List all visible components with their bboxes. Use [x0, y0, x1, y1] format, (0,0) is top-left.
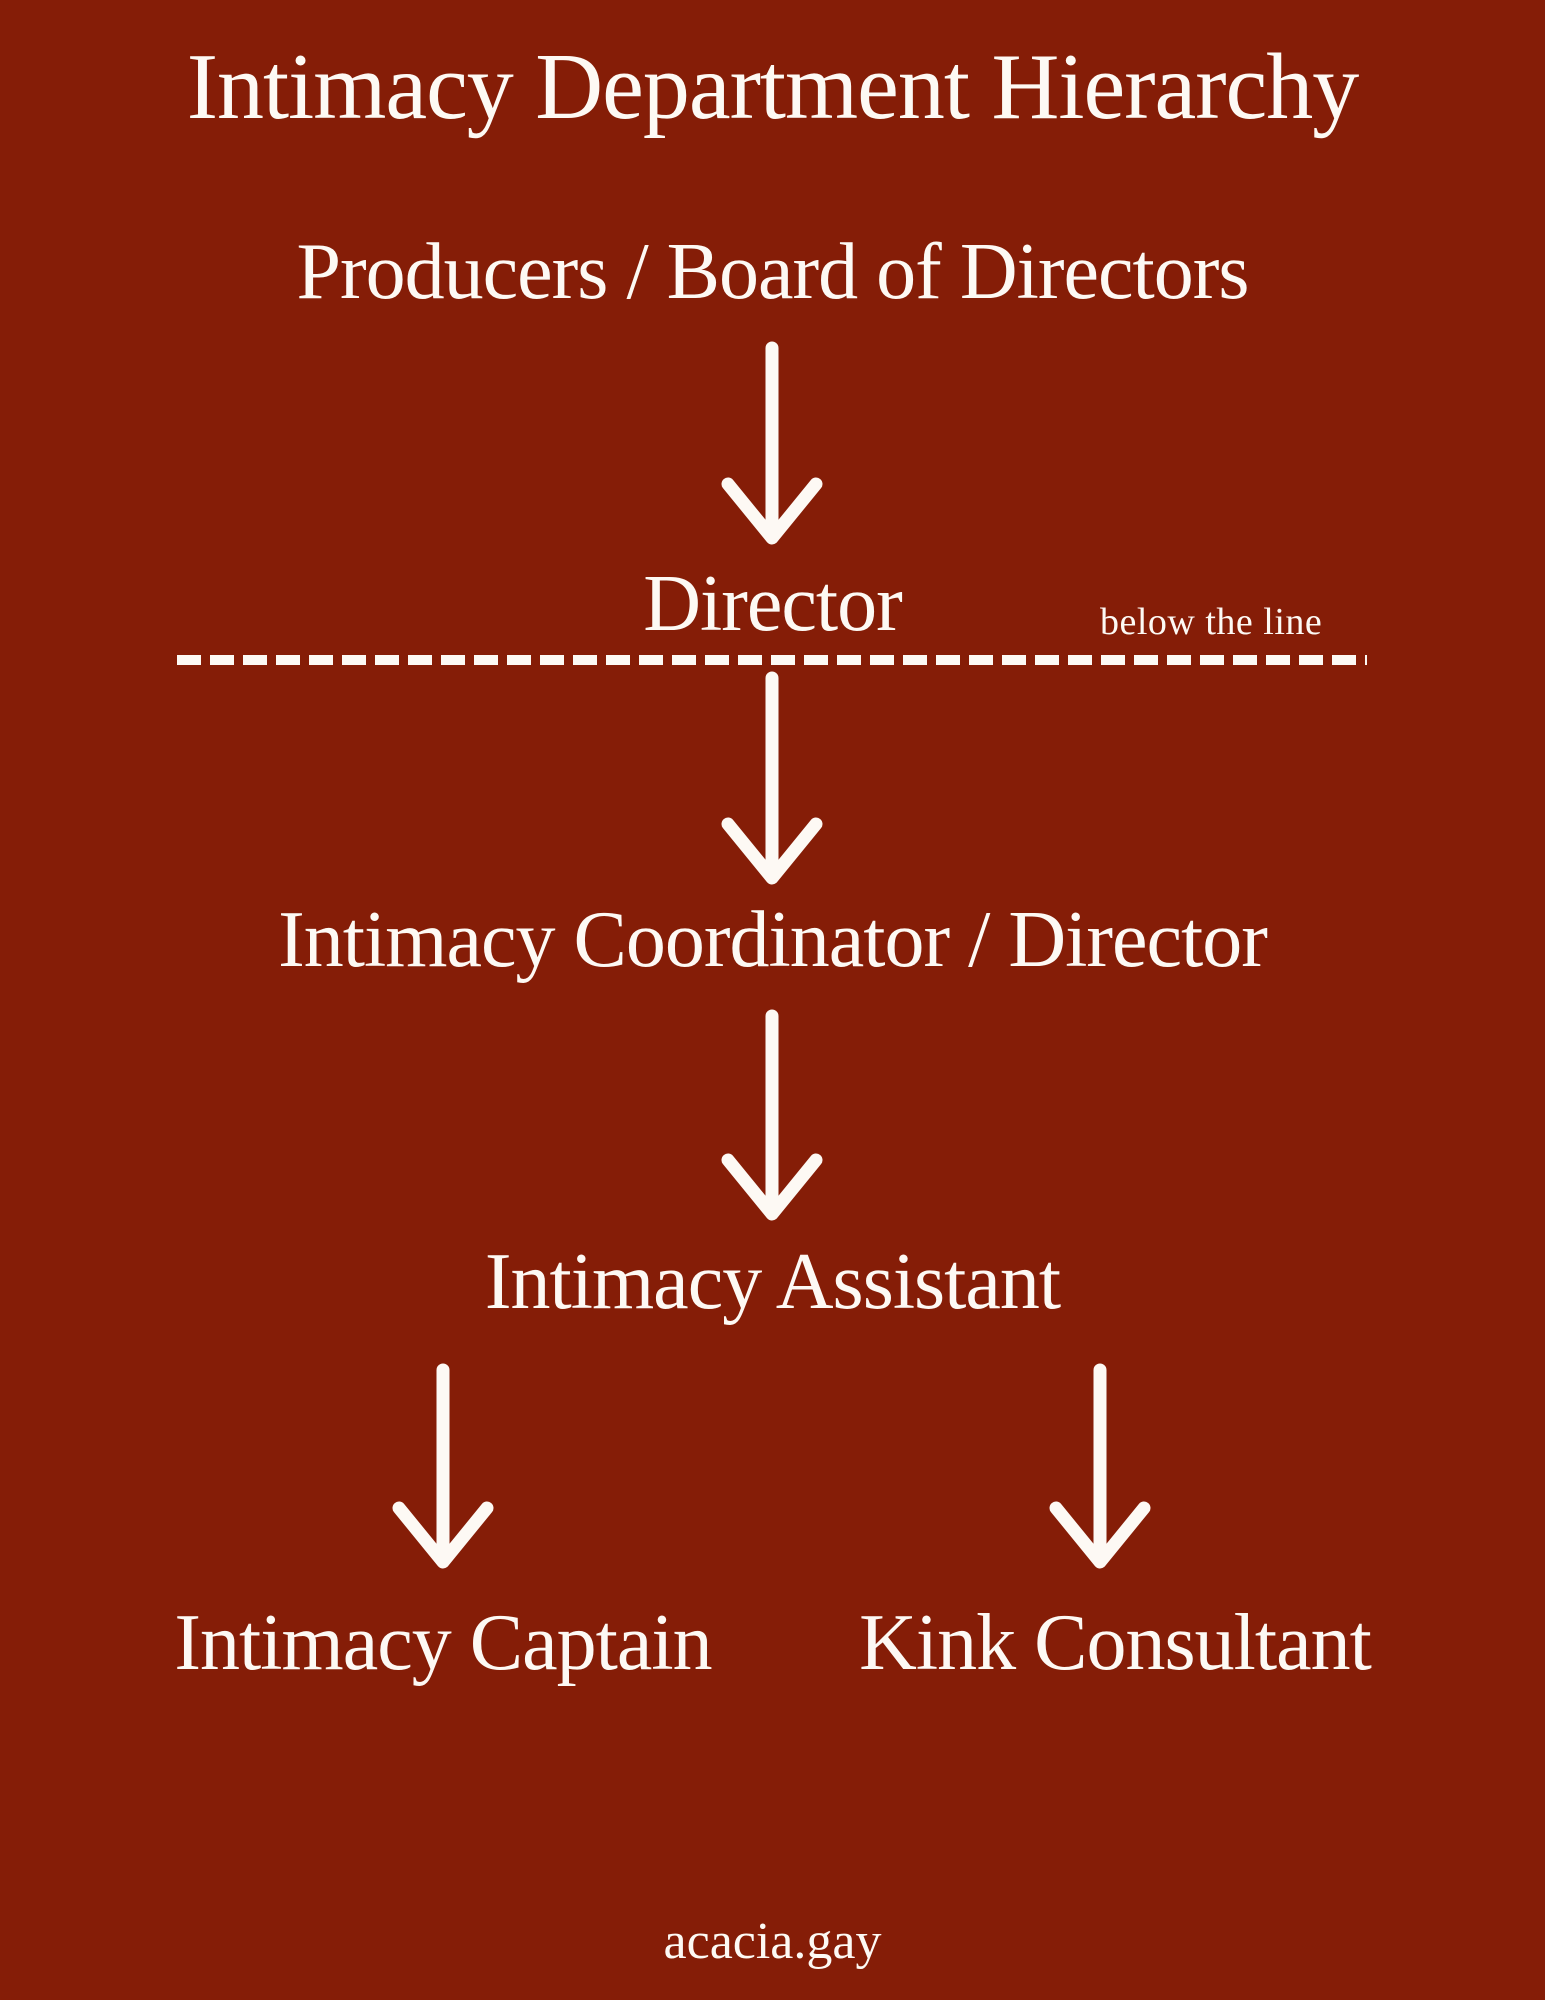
down-arrow-icon [712, 1008, 832, 1224]
down-arrow-icon [712, 670, 832, 888]
site-credit: acacia.gay [663, 1913, 882, 1970]
node-intimacy-captain: Intimacy Captain [174, 1599, 712, 1687]
node-intimacy-coordinator-director: Intimacy Coordinator / Director [278, 896, 1268, 984]
down-arrow-icon [712, 340, 832, 548]
below-the-line-label: below the line [1100, 601, 1323, 643]
node-director: Director [643, 560, 903, 648]
page-title: Intimacy Department Hierarchy [186, 35, 1360, 139]
node-kink-consultant: Kink Consultant [859, 1599, 1372, 1687]
below-the-line-dashed-divider [177, 655, 1367, 665]
node-intimacy-assistant: Intimacy Assistant [484, 1238, 1061, 1326]
down-arrow-icon [383, 1362, 503, 1572]
node-producers-board: Producers / Board of Directors [296, 228, 1250, 316]
down-arrow-icon [1040, 1362, 1160, 1572]
